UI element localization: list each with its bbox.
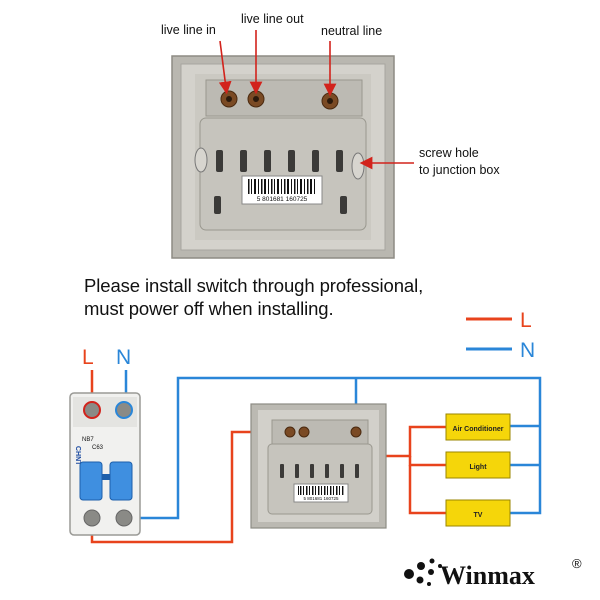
legend-label-l: L xyxy=(520,309,532,332)
legend: L N xyxy=(466,309,535,362)
breaker-terminal-l xyxy=(83,401,101,419)
logo-dots-icon xyxy=(404,558,442,586)
load-label-light: Light xyxy=(469,464,487,471)
notice-line-2: must power off when installing. xyxy=(84,298,334,319)
label-neutral: neutral line xyxy=(321,24,382,38)
label-screw-hole-1: screw hole xyxy=(419,146,479,160)
barcode-number: 5 801681 160725 xyxy=(257,196,308,203)
brand-registered-mark: ® xyxy=(572,556,582,571)
load-label-tv: TV xyxy=(474,512,483,519)
breaker-model: NB7 xyxy=(82,437,94,443)
load-box-light xyxy=(445,451,511,479)
load-box-tv xyxy=(445,499,511,527)
legend-label-n: N xyxy=(520,339,535,362)
barcode-label: 5 801681 160725 xyxy=(241,175,323,205)
breaker-handle-l xyxy=(79,461,103,501)
notice-line-1: Please install switch through profession… xyxy=(84,275,424,296)
load-box-air-conditioner xyxy=(445,413,511,441)
breaker-label-n: N xyxy=(116,346,131,369)
circuit-breaker: CHNT NB7 C63 xyxy=(69,392,141,536)
breaker-handle-n xyxy=(109,461,133,501)
label-screw-hole-2: to junction box xyxy=(419,163,500,177)
brand-name: Winmax xyxy=(440,561,535,590)
switch-back-photo: 5 801681 160725 xyxy=(171,55,395,259)
breaker-terminal-n xyxy=(115,401,133,419)
pointer-arrows xyxy=(218,30,414,170)
breaker-label-l: L xyxy=(82,346,94,369)
switch-small: 5 801681 160725 xyxy=(250,403,387,529)
barcode-number-small: 5 801681 160725 xyxy=(303,496,339,501)
breaker-brand: CHNT xyxy=(74,446,81,466)
breaker-rating: C63 xyxy=(92,445,104,451)
install-notice: Please install switch through profession… xyxy=(84,274,544,320)
winmax-logo: Winmax ® xyxy=(404,556,582,590)
label-live-out: live line out xyxy=(241,12,304,26)
label-live-in: live line in xyxy=(161,23,216,37)
load-label-air-conditioner: Air Conditioner xyxy=(453,426,504,433)
loads: Air Conditioner Light TV xyxy=(445,413,511,527)
